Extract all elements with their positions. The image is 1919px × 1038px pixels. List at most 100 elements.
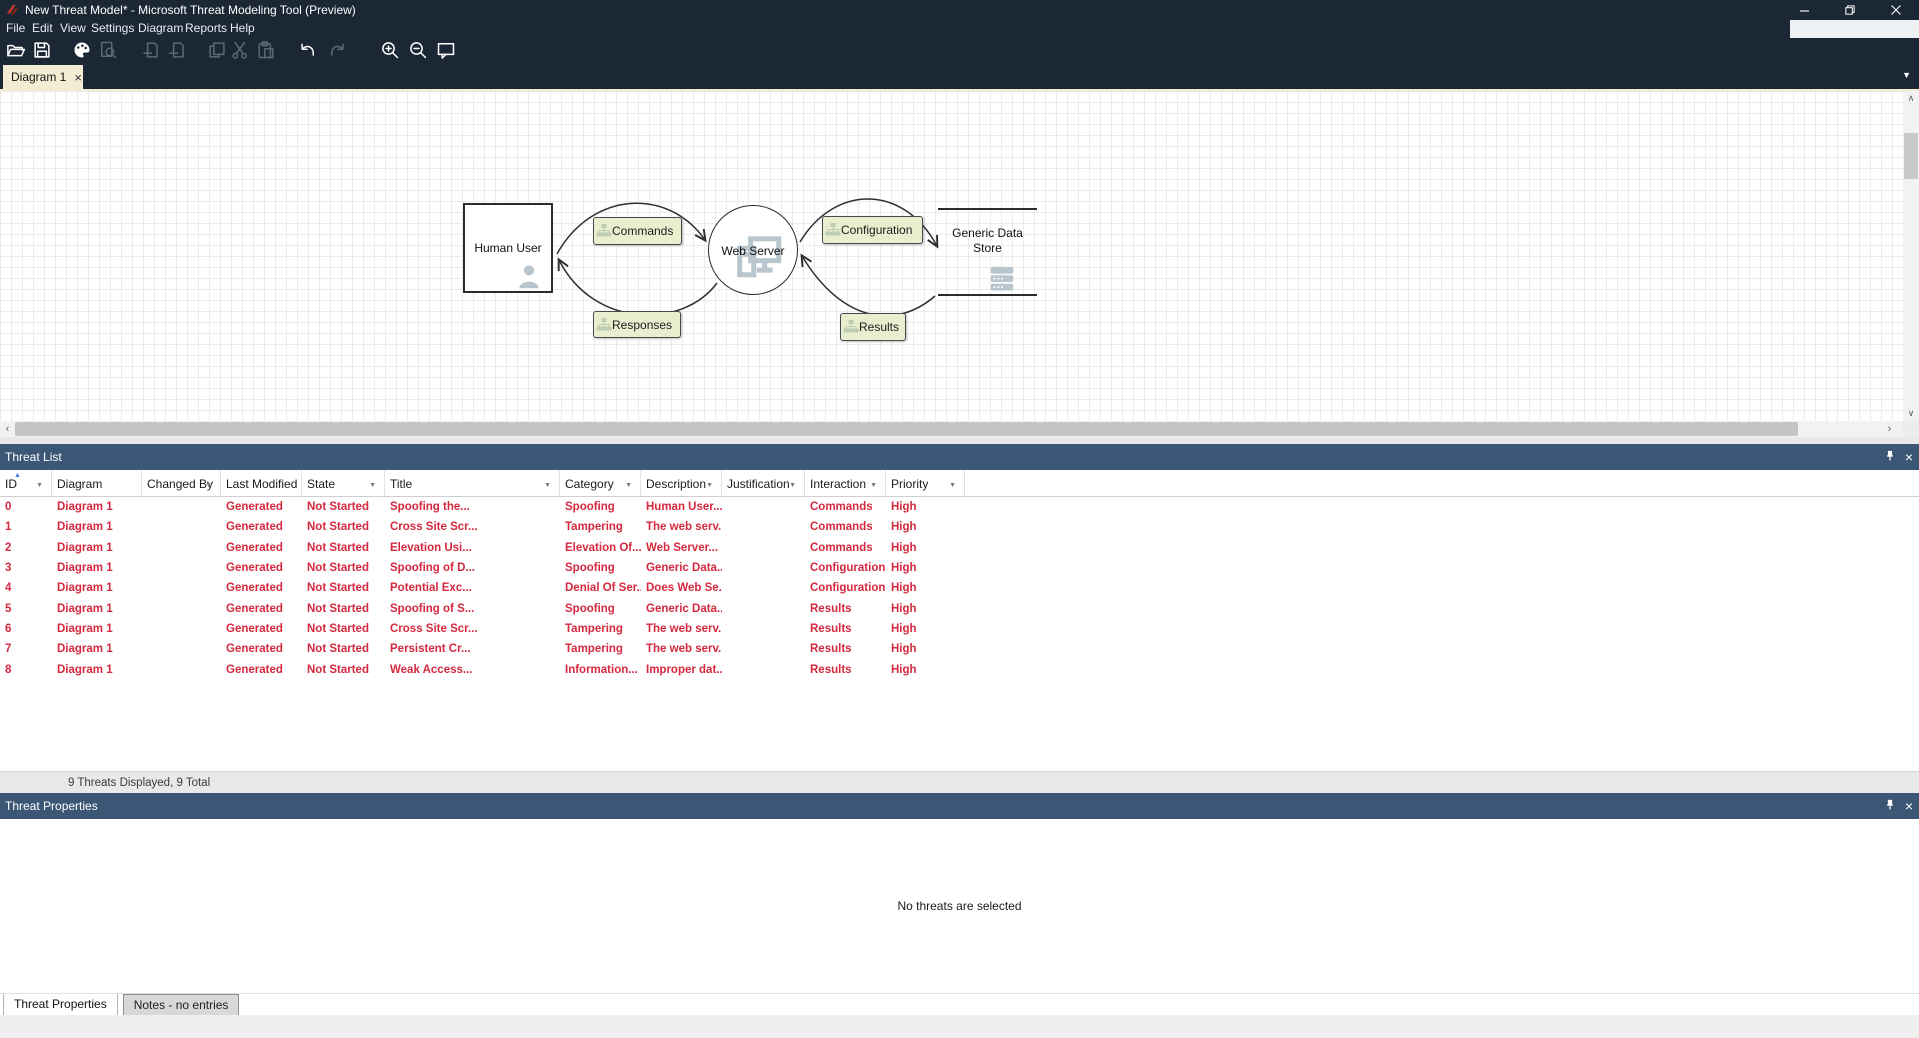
filter-dropdown-icon[interactable]: ▼ bbox=[205, 482, 212, 489]
filter-dropdown-icon[interactable]: ▼ bbox=[369, 482, 376, 489]
close-panel-icon[interactable]: × bbox=[1904, 798, 1913, 814]
flow-icon bbox=[596, 317, 612, 330]
scroll-right-icon[interactable]: › bbox=[1887, 423, 1892, 435]
panel-splitter[interactable] bbox=[0, 437, 1919, 444]
cut-icon[interactable] bbox=[230, 40, 250, 60]
redo-icon[interactable] bbox=[328, 40, 348, 60]
filter-dropdown-icon[interactable]: ▼ bbox=[949, 482, 956, 489]
menu-edit[interactable]: Edit bbox=[32, 21, 53, 35]
menu-view[interactable]: View bbox=[60, 21, 86, 35]
menu-reports[interactable]: Reports bbox=[185, 21, 228, 35]
column-header-interaction[interactable]: Interaction▼ bbox=[805, 470, 886, 496]
menu-settings[interactable]: Settings bbox=[91, 21, 135, 35]
tab-diagram-1[interactable]: Diagram 1 × bbox=[3, 65, 83, 89]
column-header-state[interactable]: State▼ bbox=[302, 470, 385, 496]
pin-icon[interactable] bbox=[1884, 799, 1896, 814]
cell-diagram: Diagram 1 bbox=[57, 643, 113, 656]
tab-notes[interactable]: Notes - no entries bbox=[122, 994, 240, 1017]
filter-dropdown-icon[interactable]: ▼ bbox=[870, 482, 877, 489]
cell-category: Elevation Of... bbox=[565, 541, 641, 554]
remove-diagram-icon[interactable] bbox=[168, 40, 188, 60]
node-web-server[interactable]: Web Server bbox=[708, 205, 798, 295]
node-human-user[interactable]: Human User bbox=[463, 203, 553, 293]
column-header-description[interactable]: Description▼ bbox=[641, 470, 722, 496]
cell-diagram: Diagram 1 bbox=[57, 602, 113, 615]
close-panel-icon[interactable]: × bbox=[1904, 449, 1913, 465]
flow-results-curve bbox=[802, 256, 936, 317]
canvas-horizontal-scrollbar[interactable]: ‹ › bbox=[0, 421, 1919, 437]
validate-diagram-icon[interactable] bbox=[98, 40, 118, 60]
column-header-changed-by[interactable]: Changed By▼ bbox=[142, 470, 221, 496]
filter-dropdown-icon[interactable]: ▼ bbox=[625, 482, 632, 489]
pin-icon[interactable] bbox=[1884, 450, 1896, 465]
scroll-left-icon[interactable]: ‹ bbox=[5, 423, 10, 435]
column-header-diagram[interactable]: Diagram bbox=[52, 470, 142, 496]
column-header-id[interactable]: ▲ID▼ bbox=[0, 470, 52, 496]
title-bar: New Threat Model* - Microsoft Threat Mod… bbox=[0, 0, 1919, 20]
menu-diagram[interactable]: Diagram bbox=[138, 21, 184, 35]
filter-dropdown-icon[interactable]: ▼ bbox=[706, 482, 713, 489]
copy-icon[interactable] bbox=[207, 40, 227, 60]
cell-last-modified: Generated bbox=[226, 501, 283, 514]
column-label: Last Modified bbox=[226, 477, 298, 491]
cell-priority: High bbox=[891, 663, 917, 676]
open-icon[interactable] bbox=[6, 40, 26, 60]
palette-icon[interactable] bbox=[72, 40, 92, 60]
undo-icon[interactable] bbox=[297, 40, 317, 60]
filter-dropdown-icon[interactable]: ▼ bbox=[36, 482, 43, 489]
column-header-priority[interactable]: Priority▼ bbox=[886, 470, 965, 496]
add-diagram-icon[interactable] bbox=[142, 40, 162, 60]
cell-title: Spoofing the... bbox=[390, 501, 470, 514]
flow-label-configuration[interactable]: Configuration bbox=[822, 216, 923, 244]
filter-dropdown-icon[interactable]: ▼ bbox=[544, 482, 551, 489]
diagram-canvas[interactable]: Human User Web Server Generic Data Store bbox=[0, 91, 1919, 421]
scroll-up-icon[interactable]: ∧ bbox=[1907, 93, 1915, 103]
cell-interaction: Configuration bbox=[810, 562, 886, 575]
menu-help[interactable]: Help bbox=[230, 21, 255, 35]
cell-title: Weak Access... bbox=[390, 663, 473, 676]
node-generic-data-store[interactable]: Generic Data Store bbox=[938, 208, 1037, 296]
flow-label-results[interactable]: Results bbox=[840, 313, 906, 341]
restore-button[interactable] bbox=[1827, 0, 1873, 20]
tab-close-icon[interactable]: × bbox=[74, 69, 82, 85]
cell-priority: High bbox=[891, 562, 917, 575]
save-icon[interactable] bbox=[32, 40, 52, 60]
minimize-button[interactable] bbox=[1781, 0, 1827, 20]
column-header-last-modified[interactable]: Last Modified bbox=[221, 470, 302, 496]
feedback-icon[interactable] bbox=[436, 40, 456, 60]
horizontal-scroll-thumb[interactable] bbox=[15, 422, 1798, 436]
column-header-category[interactable]: Category▼ bbox=[560, 470, 641, 496]
cell-priority: High bbox=[891, 501, 917, 514]
canvas-vertical-scrollbar[interactable]: ∧ ∨ bbox=[1903, 91, 1919, 421]
tab-threat-properties[interactable]: Threat Properties bbox=[3, 994, 118, 1016]
cell-title: Spoofing of D... bbox=[390, 562, 475, 575]
cell-description: Does Web Se... bbox=[646, 582, 722, 595]
cell-state: Not Started bbox=[307, 541, 369, 554]
tab-list-dropdown-icon[interactable]: ▼ bbox=[1902, 70, 1911, 80]
cell-description: The web serv... bbox=[646, 521, 722, 534]
flow-label-commands[interactable]: Commands bbox=[593, 217, 682, 245]
column-label: ID bbox=[5, 477, 17, 491]
menu-file[interactable]: File bbox=[6, 21, 26, 35]
paste-icon[interactable] bbox=[256, 40, 276, 60]
cell-id: 8 bbox=[5, 663, 12, 676]
close-button[interactable] bbox=[1873, 0, 1919, 20]
flow-label-responses[interactable]: Responses bbox=[593, 311, 681, 338]
filter-dropdown-icon[interactable]: ▼ bbox=[789, 482, 796, 489]
scroll-down-icon[interactable]: ∨ bbox=[1907, 408, 1915, 418]
node-label: Web Server bbox=[721, 244, 785, 258]
zoom-out-icon[interactable] bbox=[408, 40, 428, 60]
zoom-in-icon[interactable] bbox=[380, 40, 400, 60]
vertical-scroll-thumb[interactable] bbox=[1904, 133, 1918, 179]
column-header-title[interactable]: Title▼ bbox=[385, 470, 560, 496]
column-header-justification[interactable]: Justification▼ bbox=[722, 470, 805, 496]
